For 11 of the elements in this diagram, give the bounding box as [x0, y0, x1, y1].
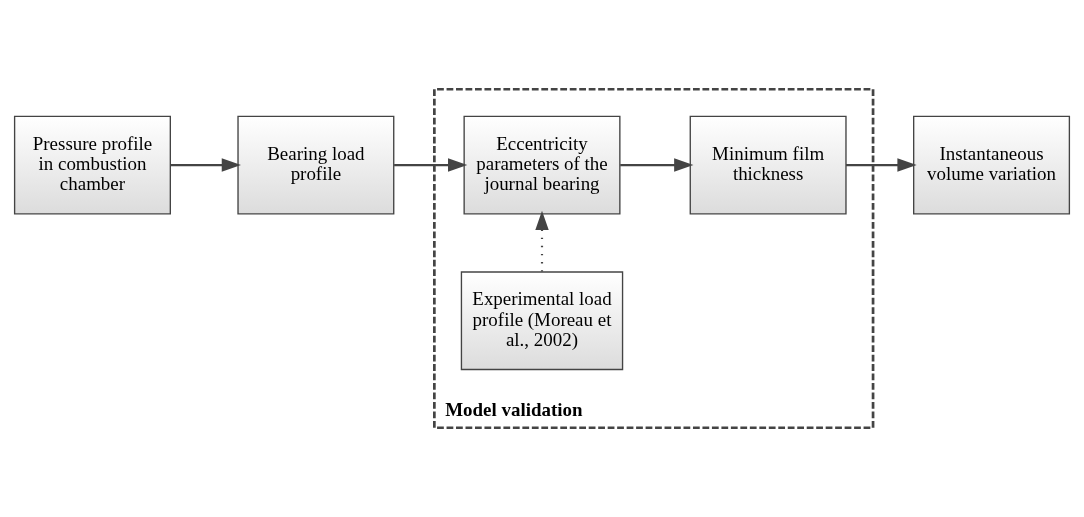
arrow [170, 158, 241, 172]
node-box: Pressure profile in combustion chamber [13, 115, 171, 215]
arrow [620, 158, 694, 172]
node-box: Instantaneous volume variation [913, 115, 1071, 215]
node-box: Bearing load profile [237, 115, 395, 215]
arrow [846, 158, 917, 172]
node-box: Experimental load profile (Moreau et al., 2002) [460, 271, 624, 371]
arrow [394, 158, 468, 172]
arrow [535, 210, 549, 272]
node-box: Minimum film thickness [689, 115, 847, 215]
node-box: Eccentricity parameters of the journal bearing [463, 115, 621, 215]
